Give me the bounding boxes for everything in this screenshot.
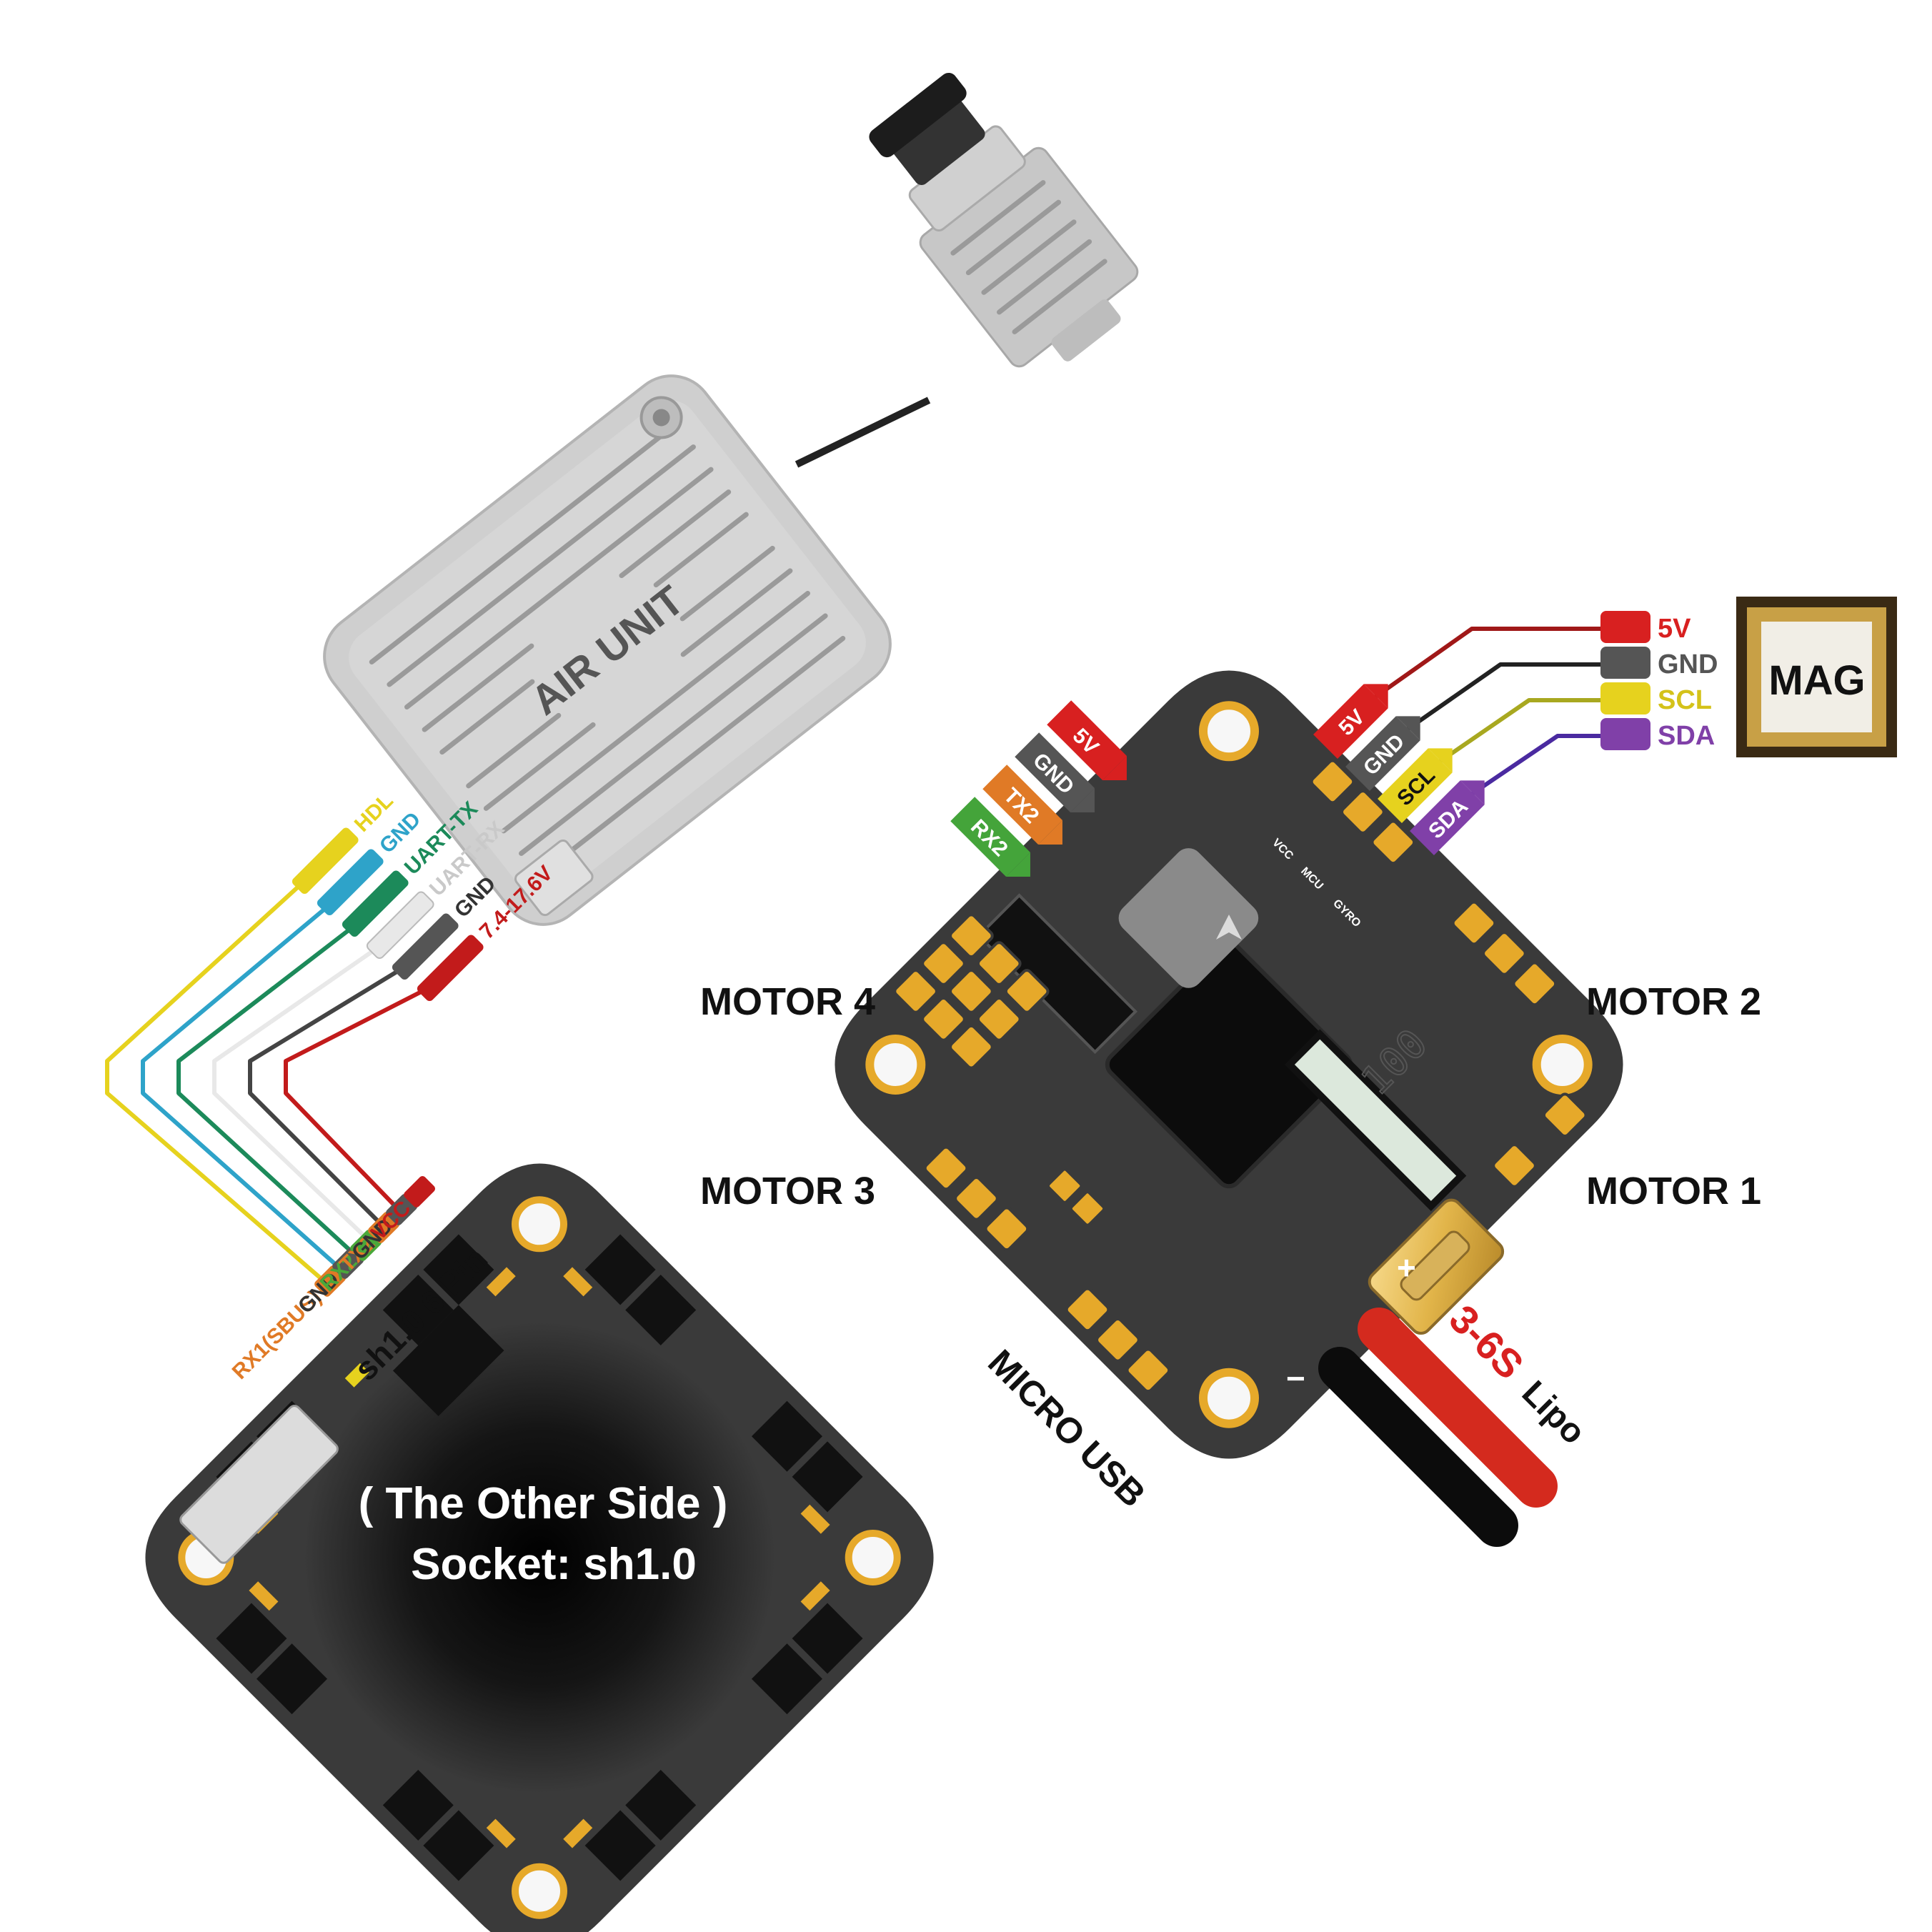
motor-4-label: MOTOR 4 xyxy=(700,980,875,1023)
battery-plus: + xyxy=(1397,1249,1416,1286)
mag-module: 5V GND SCL SDA MAG xyxy=(1600,597,1897,757)
mag-wires xyxy=(1349,627,1600,813)
mag-pin-gnd: GND xyxy=(1658,649,1718,679)
motor-1-label: MOTOR 1 xyxy=(1586,1170,1761,1213)
air-unit-wires xyxy=(105,873,441,1281)
mag-label: MAG xyxy=(1768,657,1865,704)
front-board xyxy=(835,670,1623,1459)
motor-3-label: MOTOR 3 xyxy=(700,1170,875,1213)
mag-pin-scl: SCL xyxy=(1658,685,1712,715)
motor-2-label: MOTOR 2 xyxy=(1586,980,1761,1023)
back-board xyxy=(145,1163,934,1932)
socket-note: Socket: sh1.0 xyxy=(411,1540,697,1589)
camera-cable xyxy=(795,397,931,468)
mag-pin-5v: 5V xyxy=(1658,614,1691,644)
battery-type: Lipo xyxy=(1515,1374,1593,1452)
fpv-camera xyxy=(795,72,1139,468)
battery-minus: − xyxy=(1286,1360,1305,1397)
other-side-note: ( The Other Side ) xyxy=(359,1479,728,1528)
battery-leads: + − 3-6S Lipo xyxy=(1286,1249,1593,1547)
battery-range: 3-6S xyxy=(1441,1296,1533,1388)
mag-pin-sda: SDA xyxy=(1658,721,1715,751)
i2c-pad-tags: 5V GND SCL SDA xyxy=(1313,684,1485,855)
air-unit: AIR UNIT xyxy=(323,374,892,926)
uart-pad-tags: 5V GND TX2 RX2 xyxy=(950,700,1127,877)
